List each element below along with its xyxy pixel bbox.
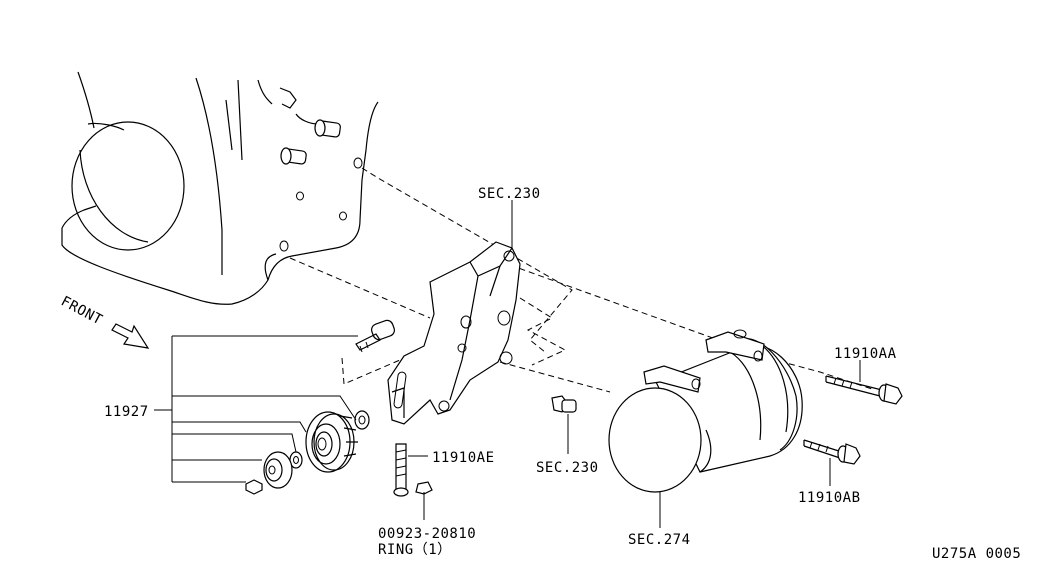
label-sec230-top: SEC.230 xyxy=(478,186,541,202)
front-label: FRONT xyxy=(58,293,105,328)
label-11910AA: 11910AA xyxy=(834,346,897,362)
pulley-plate xyxy=(263,451,293,489)
idler-pulley xyxy=(305,411,358,473)
stud-11910AE xyxy=(393,443,409,497)
label-00923-20810: 00923-20810 xyxy=(378,526,476,542)
label-ring: RING（1） xyxy=(378,542,452,558)
drawing-id: U275A 0005 xyxy=(932,546,1021,562)
bolt-sec230 xyxy=(551,395,577,413)
label-11910AE: 11910AE xyxy=(432,450,495,466)
bolt-11910AB xyxy=(803,439,861,465)
leader-lines xyxy=(154,200,861,528)
front-arrow xyxy=(111,323,150,349)
label-11910AB: 11910AB xyxy=(798,490,861,506)
label-11927: 11927 xyxy=(104,404,149,420)
compressor-bracket xyxy=(387,241,521,425)
label-sec274: SEC.274 xyxy=(628,532,691,548)
label-sec230-bolt: SEC.230 xyxy=(536,460,599,476)
bolt-11910AA xyxy=(825,375,903,405)
pulley-bolt xyxy=(355,319,395,353)
bolt-00923 xyxy=(415,481,433,495)
ac-compressor xyxy=(608,329,803,493)
nut xyxy=(245,479,263,495)
engine-block xyxy=(61,71,379,305)
